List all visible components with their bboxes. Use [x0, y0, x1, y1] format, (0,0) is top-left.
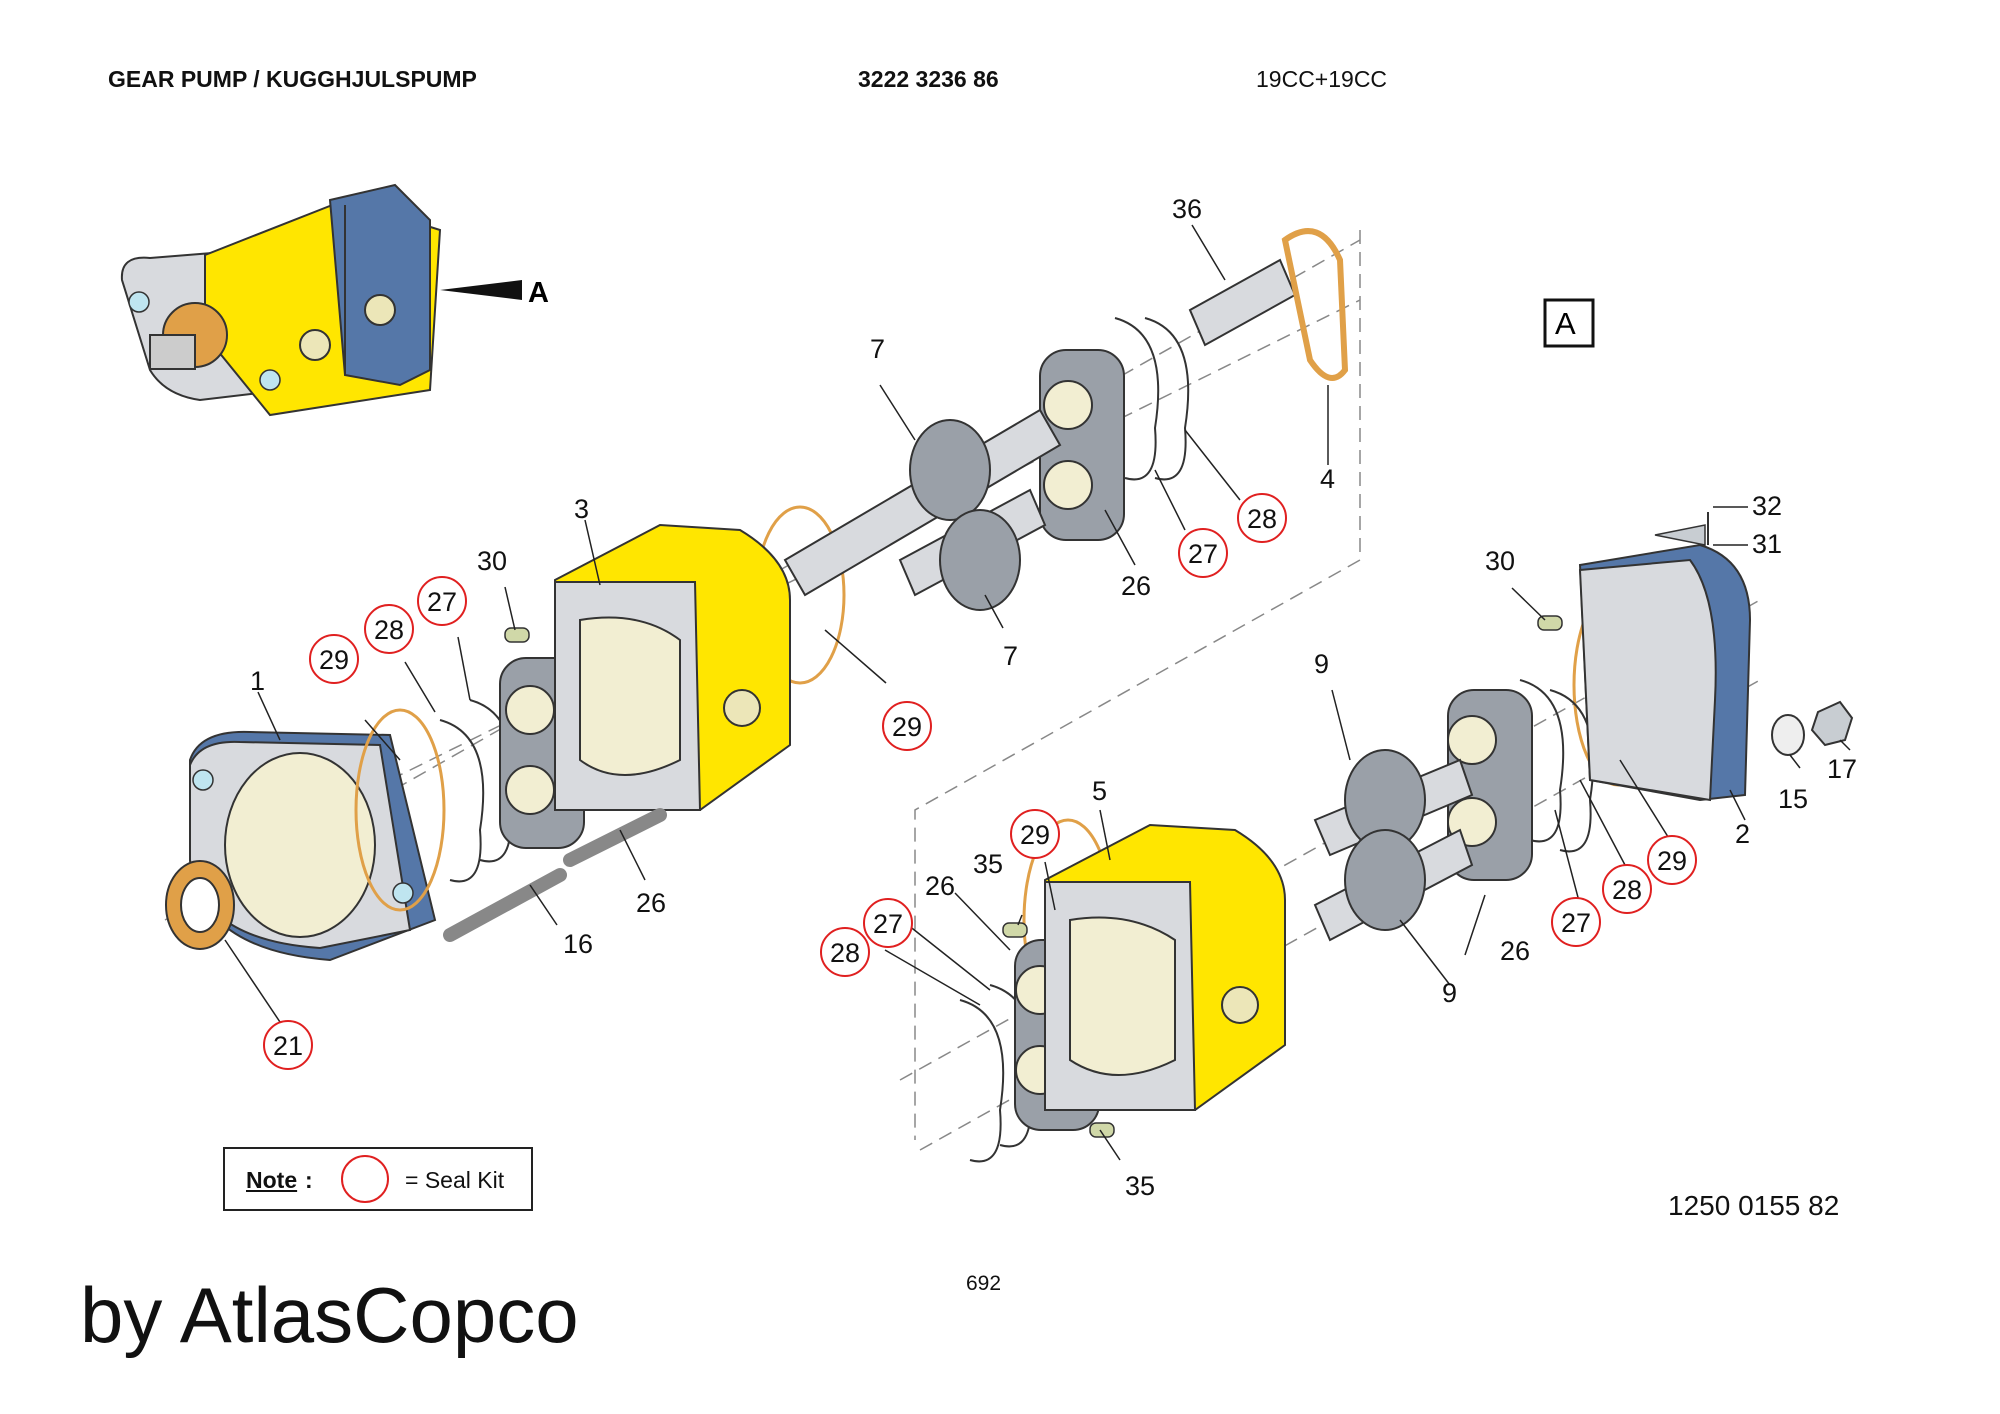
seal-callout-28-right: 28 [1612, 875, 1642, 905]
page-number: 692 [966, 1272, 1002, 1295]
view-marker-label: A [528, 277, 549, 309]
seal-callout-21: 21 [273, 1031, 303, 1061]
callout-30-front: 30 [477, 546, 507, 576]
callout-31: 31 [1752, 529, 1782, 559]
assembled-pump [120, 183, 442, 417]
shaft-seal [165, 860, 235, 950]
note-label: Note [246, 1167, 298, 1193]
drawing-number: 1250 0155 82 [1668, 1190, 1840, 1221]
gear-housing-front [554, 523, 791, 811]
callout-26-right: 26 [1500, 936, 1530, 966]
callout-15: 15 [1778, 784, 1808, 814]
leader-lines [224, 224, 1851, 1161]
header-part-number: 3222 3236 86 [858, 66, 999, 92]
seal-callout-29-top: 29 [892, 712, 922, 742]
coupling-shaft [1281, 228, 1349, 381]
seal-callout-29-right: 29 [1657, 846, 1687, 876]
view-arrow-icon [440, 280, 522, 300]
seal-callout-29-front: 29 [319, 645, 349, 675]
seal-callout-27-front: 27 [427, 587, 457, 617]
callout-26-top: 26 [1121, 571, 1151, 601]
callout-32: 32 [1752, 491, 1782, 521]
callout-3: 3 [574, 494, 589, 524]
footer-watermark: by AtlasCopco [80, 1271, 579, 1359]
callout-5: 5 [1092, 776, 1107, 806]
callout-26-front: 26 [636, 888, 666, 918]
bolts-and-pins [443, 512, 1854, 1138]
front-flange [189, 730, 437, 962]
detail-label: A [1555, 306, 1576, 341]
gears [909, 419, 1426, 931]
callout-7-top: 7 [870, 334, 885, 364]
seal-callout-27-rear: 27 [873, 909, 903, 939]
seal-callout-28-top: 28 [1247, 504, 1277, 534]
seal-kit-callouts: 21 27 27 27 27 28 28 28 28 29 29 29 29 [263, 493, 1697, 1070]
seal-callout-29-rear: 29 [1020, 820, 1050, 850]
detail-label-box [1543, 298, 1595, 348]
callout-16: 16 [563, 929, 593, 959]
callout-9-bottom: 9 [1442, 978, 1457, 1008]
callout-35-bottom: 35 [1125, 1171, 1155, 1201]
seal-callout-27-top: 27 [1188, 539, 1218, 569]
gear-housing-rear [1044, 823, 1286, 1111]
seal-kit-circle-icon [341, 1155, 389, 1203]
callout-numbers: 1 2 3 4 5 7 7 9 9 15 16 17 26 26 26 26 3… [250, 194, 1857, 1201]
seal-callout-28-front: 28 [374, 615, 404, 645]
callout-4: 4 [1320, 464, 1335, 494]
callout-2: 2 [1735, 819, 1750, 849]
note-text: = Seal Kit [405, 1167, 505, 1193]
callout-30-rear: 30 [1485, 546, 1515, 576]
seal-callout-28-rear: 28 [830, 938, 860, 968]
callout-1: 1 [250, 666, 265, 696]
header-title: GEAR PUMP / KUGGHJULSPUMP [108, 66, 477, 92]
callout-9-top: 9 [1314, 649, 1329, 679]
callout-35-top: 35 [973, 849, 1003, 879]
note-legend: Note : = Seal Kit [223, 1147, 533, 1211]
callout-26-rear: 26 [925, 871, 955, 901]
seal-callout-27-right: 27 [1561, 908, 1591, 938]
callout-17: 17 [1827, 754, 1857, 784]
note-colon: : [305, 1167, 313, 1193]
callout-7-bottom: 7 [1003, 641, 1018, 671]
rear-cover [1578, 543, 1752, 802]
callout-36: 36 [1172, 194, 1202, 224]
header-size: 19CC+19CC [1256, 66, 1388, 92]
